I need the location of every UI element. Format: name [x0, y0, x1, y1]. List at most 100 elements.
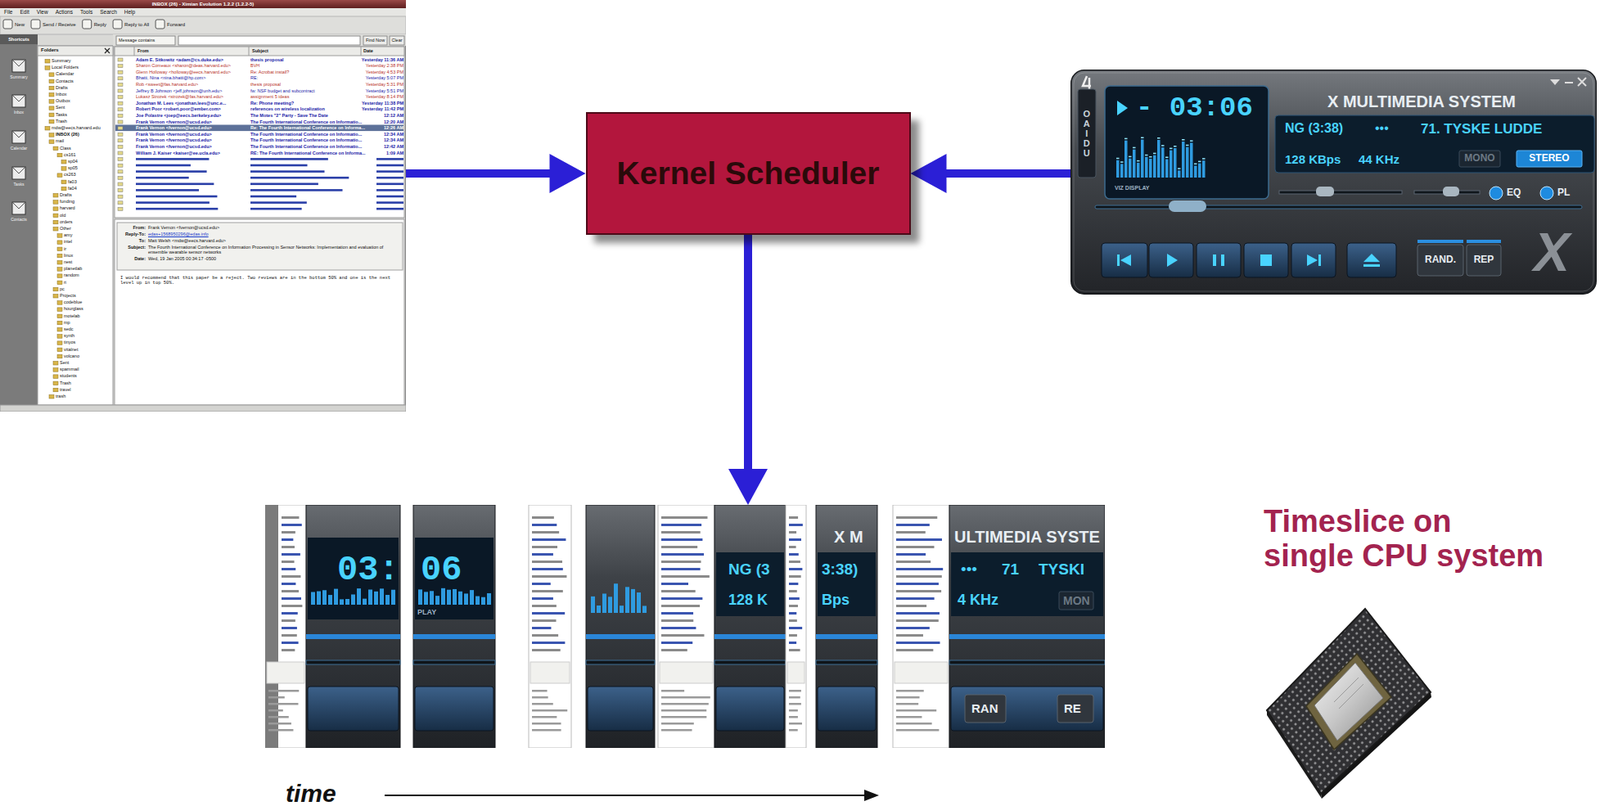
window-text: Yesterday 5:31 PM: [365, 81, 404, 87]
window-text: Frank Vernon <fvernon@ucsd.edu>: [135, 125, 212, 131]
player-slice-toggle: [1057, 694, 1094, 723]
window-text: RE: The Fourth International Conference …: [250, 150, 366, 156]
message-icon: [117, 89, 123, 93]
player-slice-slider: [585, 634, 655, 640]
folder-icon: [45, 66, 50, 71]
email-slice-line: [788, 531, 797, 534]
email-slice-line: [661, 560, 702, 564]
search-dropdown: [116, 36, 176, 46]
illustration-part: [1306, 653, 1392, 750]
email-slice-line: [281, 545, 295, 549]
player-slice-bar: [339, 599, 344, 605]
player-display-text: VIZ DISPLAY: [1114, 184, 1150, 192]
email-slice-line: [896, 716, 922, 719]
folder-icon: [57, 307, 63, 312]
email-slice-line: [531, 626, 551, 630]
window-text: assignment 5 ideas: [250, 94, 289, 100]
pl-button: [1540, 186, 1554, 200]
message-line: [135, 164, 191, 167]
folder-pane: [37, 45, 113, 406]
email-slice-line: [268, 729, 293, 732]
search-input: [178, 36, 361, 46]
player-slice-bar: [458, 591, 463, 605]
player-slice-bar: [452, 589, 457, 605]
window-text: volcano: [63, 353, 80, 359]
email-slice-line: [281, 604, 302, 608]
message-line: [376, 157, 404, 161]
selected-row: [115, 125, 404, 132]
email-slice-line: [788, 703, 802, 706]
email-slice-line: [788, 716, 798, 719]
window-text: From:: [132, 225, 146, 230]
email-slice-header: [787, 662, 805, 684]
email-slice-line: [531, 604, 557, 608]
window-text: 12:42 AM: [383, 144, 404, 149]
window-text: Matt Welsh <mdw@eecs.harvard.edu>: [148, 238, 398, 244]
spectrum-bar: [1194, 166, 1198, 178]
player-slice-bar: [322, 590, 327, 605]
window-text: mail: [55, 138, 64, 144]
player-display-text: PL: [1557, 187, 1570, 199]
window-text: Glenn Holloway <holloway@eecs.harvard.ed…: [135, 69, 231, 75]
folder-icon: [57, 354, 63, 359]
message-icon: [117, 126, 123, 131]
transport-icon: [1260, 254, 1272, 266]
window-text: RE:: [250, 75, 258, 81]
player-slice-buttons: [817, 686, 876, 731]
slice-fragment-text: Bps: [821, 591, 850, 609]
player-slice-bar: [446, 590, 451, 605]
window-text: Trash: [55, 118, 68, 124]
email-slice-line: [281, 516, 299, 519]
slice-fragment-text: RAN: [971, 701, 999, 716]
email-slice-line: [661, 722, 695, 726]
shortcut-icon: [12, 202, 26, 215]
window-text: Class: [59, 145, 72, 151]
tool-bar: [0, 16, 406, 35]
folder-icon: [53, 227, 59, 232]
caption-note: Timeslice on single CPU system: [1263, 504, 1547, 574]
spectrum-bar: [1198, 163, 1202, 178]
email-slice-line: [281, 634, 298, 637]
window-text: Actions: [55, 9, 73, 15]
window-text: Local Folders: [51, 64, 79, 70]
player-slice-buttons: [307, 686, 399, 731]
email-slice-line: [788, 709, 798, 713]
window-text: Clear: [391, 37, 402, 43]
shortcut-icon: [12, 94, 26, 108]
spectrum-peak: [1128, 156, 1132, 158]
email-slice-line: [661, 538, 703, 541]
window-text: harvard: [59, 205, 76, 211]
player-slice-bar: [351, 594, 356, 605]
search-button: [363, 36, 388, 46]
lcd-panel: [1104, 85, 1269, 199]
illustration-part: [1334, 677, 1359, 703]
spectrum-peak: [1120, 161, 1124, 163]
player-slice-seek: [714, 660, 786, 665]
folder-icon: [53, 213, 59, 218]
folder-icon: [53, 374, 59, 379]
window-text: Yesterday 5:07 PM: [365, 75, 404, 81]
email-slice-line: [788, 689, 802, 693]
spectrum-peak: [1194, 163, 1198, 166]
message-line: [135, 189, 199, 192]
window-text: codeblue: [63, 299, 82, 305]
transport-button: [1291, 243, 1336, 278]
close-icon: [104, 48, 110, 54]
window-text: Drafts: [55, 85, 68, 91]
folder-icon: [49, 79, 55, 84]
transport-icon: [1117, 254, 1132, 266]
folder-icon: [57, 173, 63, 178]
slice-fragment-text: 3:38): [821, 560, 858, 579]
spectrum-peak: [1169, 148, 1173, 150]
transport-icon: [1307, 254, 1321, 266]
menu-bar: [0, 8, 406, 17]
email-slice-line: [281, 641, 299, 645]
window-text: From: [137, 48, 149, 54]
folder-icon: [61, 160, 67, 165]
window-text: Calendar: [55, 71, 74, 77]
window-text: Tasks: [55, 112, 68, 118]
message-icon: [117, 163, 123, 167]
email-slice-line: [788, 567, 803, 571]
process-label: Kernel Scheduler: [617, 155, 880, 193]
email-slice-line: [896, 626, 930, 630]
